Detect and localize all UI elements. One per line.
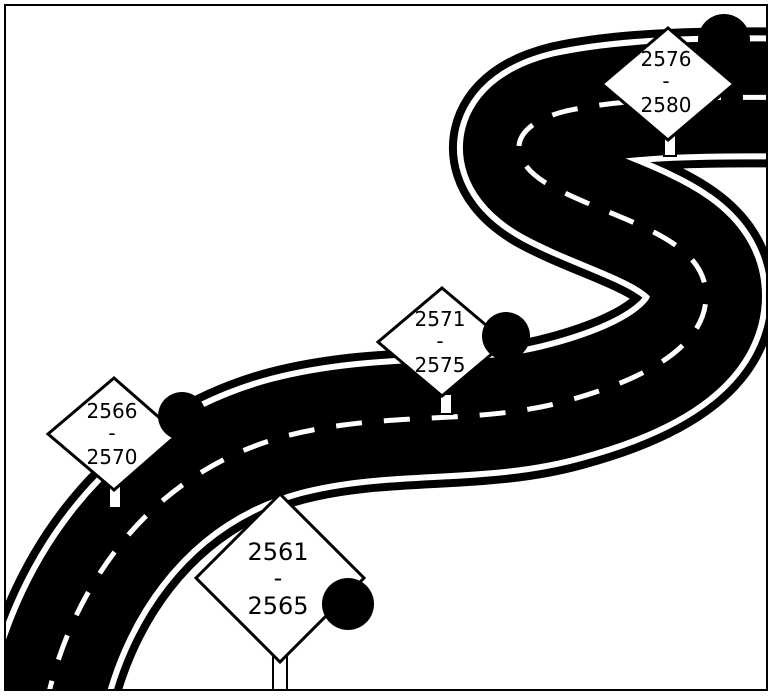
sign-dot bbox=[482, 312, 530, 360]
sign-4-top: 2576 bbox=[641, 47, 692, 71]
sign-2-bottom: 2570 bbox=[87, 445, 138, 469]
sign-dot bbox=[322, 578, 374, 630]
sign-3-top: 2571 bbox=[415, 307, 466, 331]
sign-1-top: 2561 bbox=[247, 538, 308, 566]
sign-2-dash: - bbox=[108, 421, 115, 445]
sign-4-bottom: 2580 bbox=[641, 93, 692, 117]
sign-1-dash: - bbox=[274, 564, 283, 592]
sign-dot bbox=[158, 392, 206, 440]
sign-1-bottom: 2565 bbox=[247, 592, 308, 620]
diagram-frame: 2561 - 2565 2566 - 2570 2571 - 2575 bbox=[4, 4, 768, 691]
sign-3-bottom: 2575 bbox=[415, 353, 466, 377]
winding-road bbox=[46, 97, 768, 691]
road-diagram: 2561 - 2565 2566 - 2570 2571 - 2575 bbox=[6, 6, 768, 691]
sign-3-dash: - bbox=[436, 329, 443, 353]
sign-dot bbox=[698, 14, 750, 66]
sign-4-dash: - bbox=[662, 69, 669, 93]
sign-2-top: 2566 bbox=[87, 399, 138, 423]
